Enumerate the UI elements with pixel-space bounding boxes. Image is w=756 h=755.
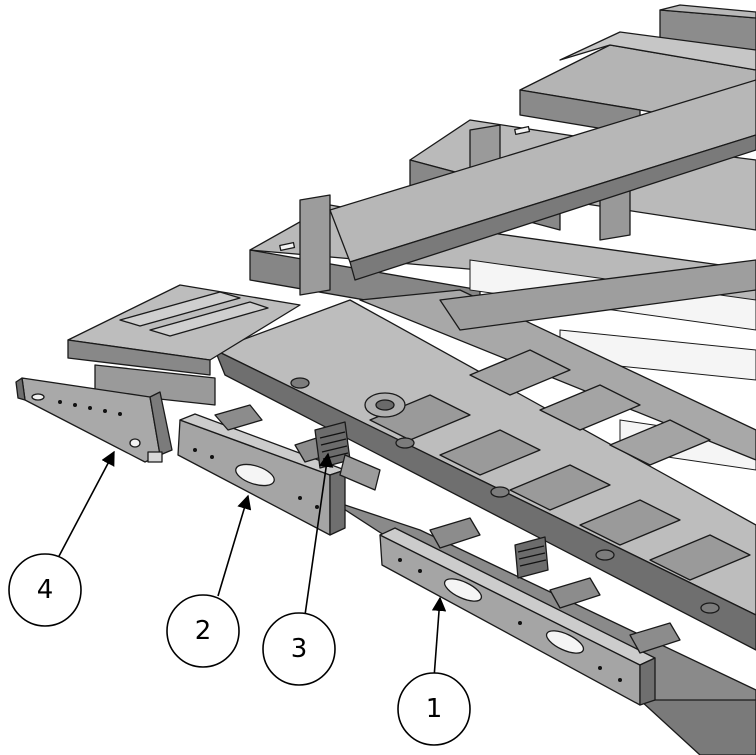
callout-3-label: 3 — [291, 634, 308, 664]
beam-bolt-rings — [290, 377, 720, 614]
callout-leaders — [57, 450, 447, 679]
part-4-gusset-bracket — [15, 377, 173, 463]
callout-3-circle — [262, 612, 336, 686]
callout-4-circle — [8, 553, 82, 627]
callout-1-circle — [397, 672, 471, 746]
callout-1-label: 1 — [426, 694, 443, 724]
callout-2-label: 2 — [195, 616, 212, 646]
callout-2: 2 — [166, 594, 240, 668]
part-1-outrigger-plate — [379, 517, 681, 706]
callout-4-label: 4 — [37, 575, 54, 605]
front-extension-ramp — [67, 284, 301, 406]
callout-4: 4 — [8, 553, 82, 627]
callout-3: 3 — [262, 612, 336, 686]
leader-1 — [431, 596, 447, 679]
cross-members — [369, 349, 751, 581]
callout-1: 1 — [397, 672, 471, 746]
leader-4 — [57, 450, 115, 559]
callout-2-circle — [166, 594, 240, 668]
leader-2 — [217, 494, 252, 597]
leader-3 — [303, 452, 334, 623]
